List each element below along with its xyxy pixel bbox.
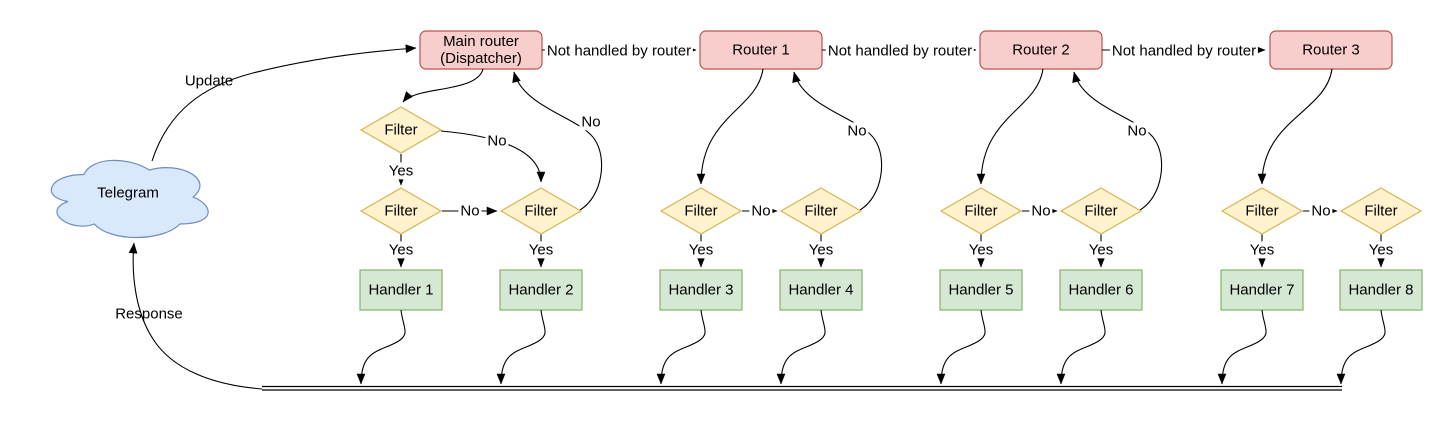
handler-box-2 [499,269,583,311]
edge-label-yes-2: Yes [526,241,556,259]
handler-label-5: Handler 5 [948,281,1014,299]
filter-label-6: Filter [1084,202,1118,220]
edge-label-no-s1: No [458,202,482,220]
filter-diamond-4 [779,187,863,235]
edge-label-update: Update [184,72,234,90]
edge-label-no-s1-return: No [579,113,603,131]
filter-diamond-2 [499,187,583,235]
handler-box-1 [359,269,443,311]
router-label-3: Router 3 [1302,41,1360,59]
filter-diamond-1 [359,187,443,235]
filter-diamond-top [359,106,443,154]
handler-box-8 [1339,269,1423,311]
handler-box-6 [1059,269,1143,311]
edge-label-yes-6: Yes [1086,241,1116,259]
telegram-cloud-shape [50,159,209,238]
router-box-3 [1269,30,1393,70]
filter-diamond-5 [939,187,1023,235]
edge-update [151,44,417,162]
edge-label-yes-1: Yes [386,241,416,259]
edge-label-yes-8: Yes [1366,241,1396,259]
edge-s3-return-no [1072,71,1163,211]
cloud-label: Telegram [97,184,159,202]
filter-label-top: Filter [384,121,418,139]
edge-handler6-drop [1056,309,1106,385]
edge-label-no-s2-return: No [845,122,869,140]
edge-label-yes-7: Yes [1247,241,1277,259]
filter-label-7: Filter [1245,202,1279,220]
edge-handler2-drop [496,309,546,385]
edge-top-filter-no [440,130,546,183]
edge-label-no-s3: No [1029,202,1053,220]
handler-label-6: Handler 6 [1068,281,1134,299]
edge-router3-to-filter [1257,68,1333,185]
edge-handler1-drop [356,309,406,385]
handler-label-8: Handler 8 [1348,281,1414,299]
router-label-main: Main router (Dispatcher) [440,33,522,68]
filter-label-4: Filter [804,202,838,220]
handler-box-7 [1220,269,1304,311]
edge-s2-return-no [792,71,883,211]
edge-label-no-s4: No [1309,202,1333,220]
filter-diamond-8 [1339,187,1423,235]
edge-label-yes-4: Yes [806,241,836,259]
handler-box-5 [939,269,1023,311]
edge-label-not-handled-2: Not handled by router [825,42,975,60]
router-label-main-line2: (Dispatcher) [440,50,522,67]
edge-handler5-drop [936,309,986,385]
edge-handler7-drop [1217,309,1267,385]
router-label-2: Router 2 [1012,41,1070,59]
handler-box-3 [659,269,743,311]
filter-diamond-7 [1220,187,1304,235]
handler-label-4: Handler 4 [788,281,854,299]
edge-label-yes-3: Yes [686,241,716,259]
handler-label-7: Handler 7 [1229,281,1295,299]
edge-label-no-s3-return: No [1125,122,1149,140]
edge-s1-return-no [512,71,603,211]
filter-diamond-3 [659,187,743,235]
edge-main-router-to-filter [402,68,484,103]
edge-router2-to-filter [976,68,1044,185]
router-label-1: Router 1 [732,41,790,59]
filter-diamond-6 [1059,187,1143,235]
edge-response [128,242,263,390]
filter-label-3: Filter [684,202,718,220]
edge-handler4-drop [776,309,826,385]
edge-handler8-drop [1336,309,1386,385]
handler-box-4 [779,269,863,311]
edge-label-no-top-filter: No [485,132,509,150]
handler-label-1: Handler 1 [368,281,434,299]
filter-label-5: Filter [964,202,998,220]
handler-label-2: Handler 2 [508,281,574,299]
edge-label-not-handled-3: Not handled by router [1109,42,1259,60]
filter-label-8: Filter [1364,202,1398,220]
filter-label-2: Filter [524,202,558,220]
edge-label-response: Response [115,305,183,323]
edge-label-no-s2: No [749,202,773,220]
edge-handler3-drop [656,309,706,385]
edge-label-yes-5: Yes [966,241,996,259]
edge-label-not-handled-1: Not handled by router [544,42,694,60]
router-label-main-line1: Main router [443,32,519,50]
filter-label-1: Filter [384,202,418,220]
edge-router1-to-filter [696,68,764,185]
edge-label-yes-top: Yes [386,162,416,180]
handler-label-3: Handler 3 [668,281,734,299]
